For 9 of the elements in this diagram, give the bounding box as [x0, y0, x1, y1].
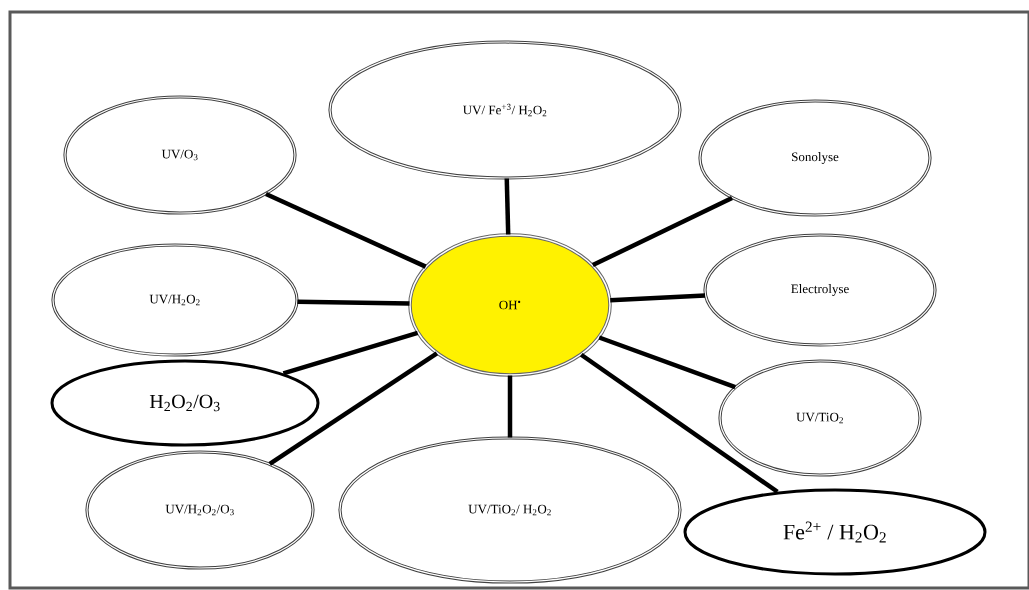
- connector-line: [610, 293, 706, 303]
- connector-line: [297, 299, 410, 306]
- connector-line: [591, 195, 733, 268]
- connector-line: [282, 330, 419, 376]
- connector-line: [504, 178, 511, 235]
- connector-line: [598, 335, 737, 390]
- connector-line: [507, 375, 513, 438]
- connector-line: [268, 351, 439, 466]
- connector-line: [265, 192, 427, 269]
